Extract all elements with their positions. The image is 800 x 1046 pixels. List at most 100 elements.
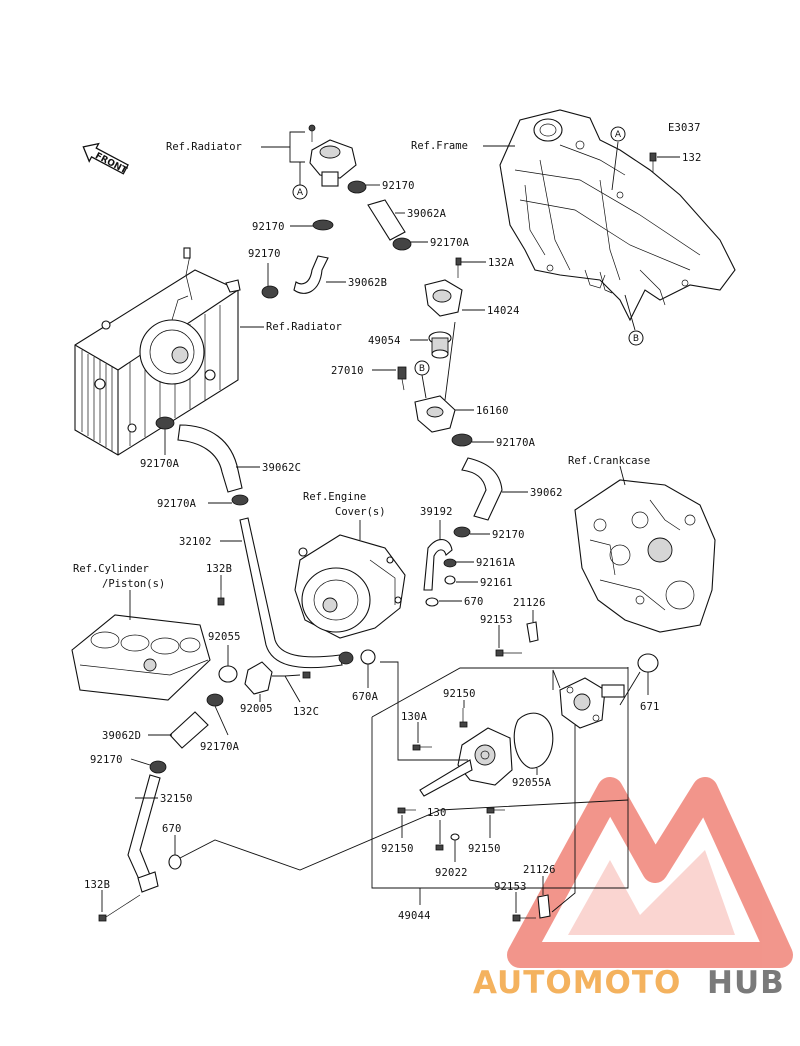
washer-92022-icon	[450, 833, 460, 841]
watermark-hub: HUB	[707, 965, 785, 1001]
part-21126-top: 21126	[513, 597, 546, 609]
fitting-92005-icon	[244, 661, 273, 695]
ref-cylinder-1: Ref.Cylinder	[73, 563, 149, 575]
svg-text:A: A	[297, 188, 304, 198]
gasket-92055A-drawing	[513, 712, 554, 769]
clamp-92170A-pipe-icon	[231, 494, 249, 506]
part-132C: 132C	[293, 706, 319, 718]
bracket-21126-top-icon	[526, 621, 539, 643]
callout-a-cap	[292, 184, 308, 200]
pipe-32150-drawing	[127, 774, 161, 887]
part-92022: 92022	[435, 867, 468, 879]
crankcase-drawing	[574, 479, 716, 633]
water-pump-impeller-drawing	[559, 677, 625, 729]
bolt-92153-top-icon	[495, 649, 522, 657]
part-32102: 32102	[179, 536, 212, 548]
bolt-92150-top-icon	[459, 708, 468, 728]
oring-92055-icon	[218, 665, 238, 683]
part-130: 130	[427, 807, 447, 819]
ref-cylinder-2: /Piston(s)	[102, 578, 165, 590]
part-92170A-bottom: 92170A	[200, 741, 240, 753]
part-92150-right: 92150	[468, 843, 501, 855]
hose-39062-drawing	[461, 457, 503, 521]
part-132B-bottom: 132B	[84, 879, 110, 891]
part-39062C: 39062C	[262, 462, 301, 474]
part-92170A-right: 92170A	[496, 437, 536, 449]
part-39062B: 39062B	[348, 277, 387, 289]
pipe-39192-drawing	[423, 539, 453, 591]
hose-39062C-drawing	[177, 424, 243, 493]
part-39062A: 39062A	[407, 208, 447, 220]
part-39062: 39062	[530, 487, 563, 499]
part-92161A: 92161A	[476, 557, 516, 569]
part-92170-hose: 92170	[492, 529, 525, 541]
clamp-92170-cap-icon	[347, 180, 367, 194]
part-21126-bottom: 21126	[523, 864, 556, 876]
sensor-27010-drawing	[397, 366, 407, 391]
oring-670-left-icon	[168, 854, 182, 870]
part-16160: 16160	[476, 405, 509, 417]
part-671: 671	[640, 701, 660, 713]
clamp-92170A-bottom-icon	[206, 693, 224, 707]
part-14024: 14024	[487, 305, 520, 317]
clamp-92170A-right-icon	[451, 433, 473, 447]
bolt-132A-icon	[455, 257, 462, 278]
hose-39062A-drawing	[367, 199, 406, 241]
part-92170A-left: 92170A	[140, 458, 180, 470]
part-92170A-pipe: 92170A	[157, 498, 197, 510]
part-132A: 132A	[488, 257, 515, 269]
part-92005: 92005	[240, 703, 273, 715]
bolt-92153-bottom-icon	[512, 914, 536, 922]
ref-frame: Ref.Frame	[411, 140, 468, 152]
part-670-left: 670	[162, 823, 182, 835]
ref-radiator-top: Ref.Radiator	[166, 141, 242, 153]
oring-670-right-icon	[425, 597, 439, 607]
callout-a-frame	[610, 126, 626, 142]
cylinder-drawing	[71, 614, 211, 701]
part-92170A-top: 92170A	[430, 237, 470, 249]
assembly-bracket-49044	[371, 667, 629, 889]
callout-b-frame	[628, 330, 644, 346]
radiator-drawing	[74, 247, 241, 456]
svg-text:B: B	[633, 334, 639, 344]
ref-engine-cover-1: Ref.Engine	[303, 491, 366, 503]
diagram-code: E3037	[668, 122, 701, 134]
part-32150: 32150	[160, 793, 193, 805]
svg-text:B: B	[419, 364, 425, 374]
part-27010: 27010	[331, 365, 364, 377]
water-pump-body-drawing	[419, 727, 513, 797]
fitting-92161-icon	[444, 575, 456, 585]
part-49044: 49044	[398, 910, 431, 922]
clamp-92170-mid-icon	[312, 219, 334, 231]
part-92170-bottom: 92170	[90, 754, 123, 766]
clamp-92170A-top-icon	[392, 237, 412, 251]
ref-engine-cover-2: Cover(s)	[335, 506, 386, 518]
hose-39062B-drawing	[293, 255, 329, 294]
front-arrow-icon: FRONT	[82, 142, 129, 177]
part-92161: 92161	[480, 577, 513, 589]
part-132B-top: 132B	[206, 563, 232, 575]
part-670A: 670A	[352, 691, 379, 703]
part-670-right: 670	[464, 596, 484, 608]
bolt-132-icon	[649, 152, 657, 172]
watermark-auto: AUTOMOTO	[473, 965, 681, 1001]
bolt-92150-left-icon	[397, 807, 416, 814]
bolt-132B-top-icon	[217, 590, 225, 606]
bolt-130-icon	[435, 844, 444, 851]
bolt-132C-icon	[302, 671, 311, 679]
part-92170-cap: 92170	[382, 180, 415, 192]
part-92055A: 92055A	[512, 777, 552, 789]
clamp-92170-bottom-icon	[149, 760, 167, 774]
part-92150-left: 92150	[381, 843, 414, 855]
hose-39062D-drawing	[169, 711, 209, 749]
watermark-text: AUTOMOTO HUB	[473, 965, 785, 1001]
front-label: FRONT	[93, 151, 129, 176]
clamp-92170A-left-icon	[155, 416, 175, 430]
fitting-92161A-icon	[443, 558, 457, 568]
part-92153-bottom: 92153	[494, 881, 527, 893]
ref-radiator: Ref.Radiator	[266, 321, 342, 333]
part-92150-top: 92150	[443, 688, 476, 700]
svg-text:A: A	[615, 130, 622, 140]
